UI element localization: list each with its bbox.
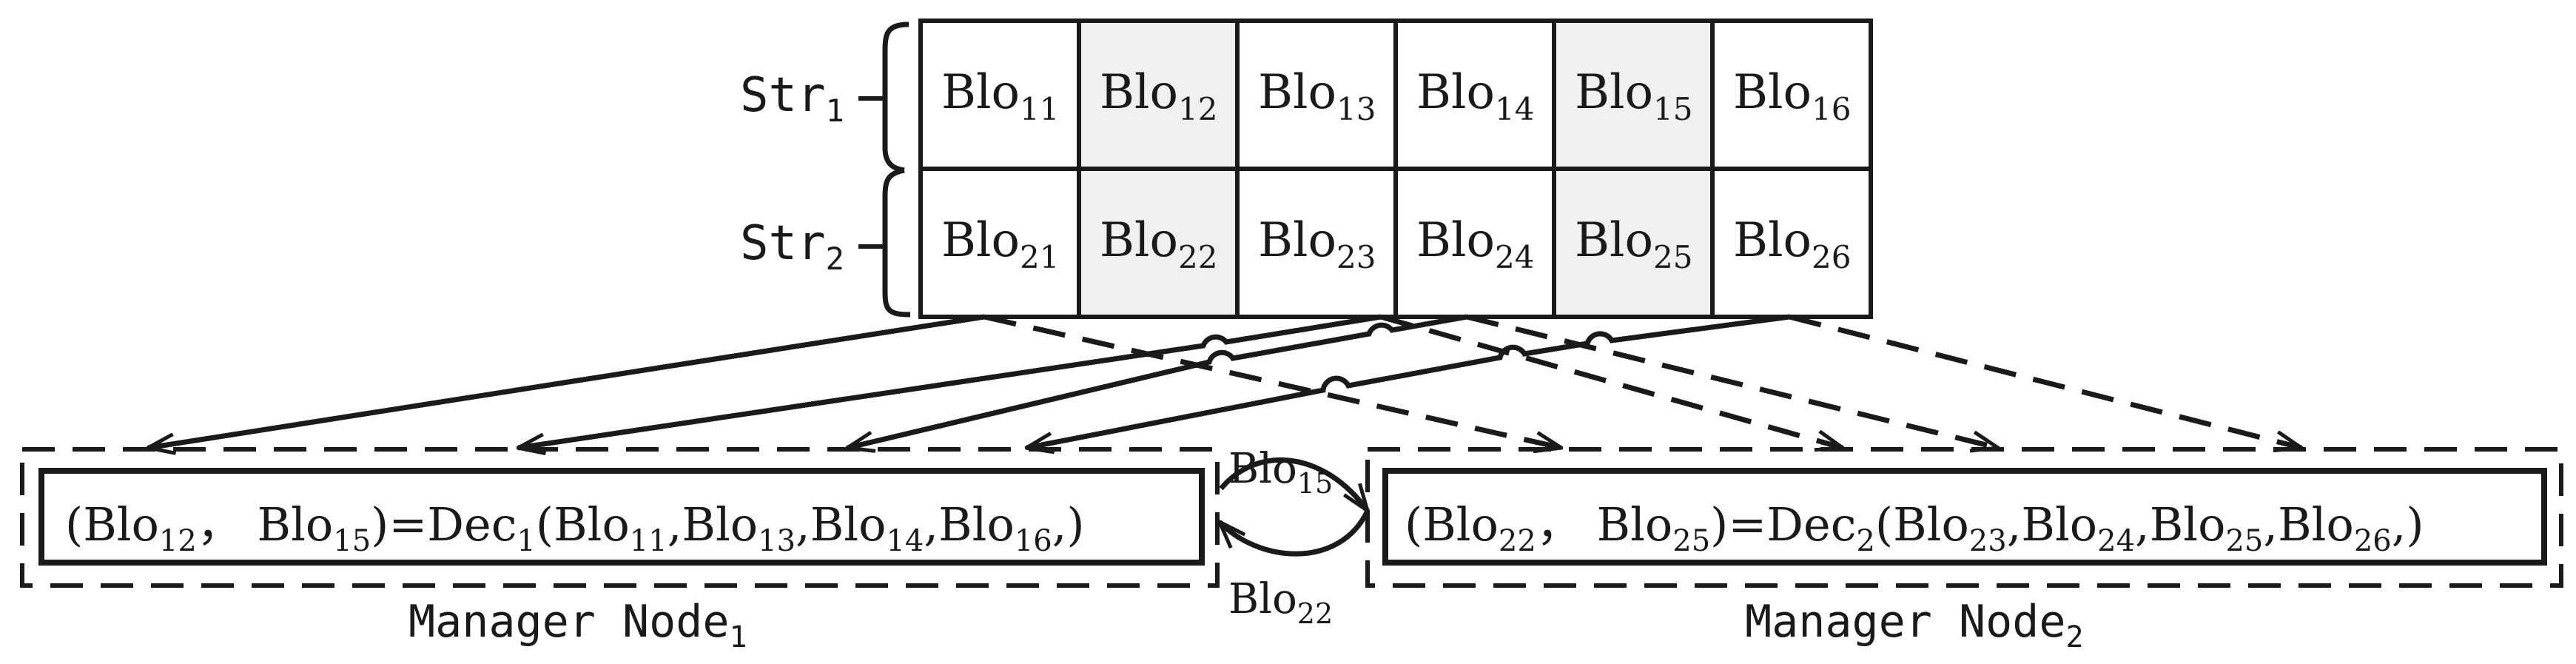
exchange-label-1: Blo15: [1228, 445, 1333, 500]
arrow-dashed-25-to-node2: [1466, 314, 1998, 448]
block-cell-24: [1393, 167, 1556, 319]
manager-node-2-label: Manager Node2: [1745, 596, 2084, 654]
block-label-23: Blo23: [1258, 213, 1376, 275]
block-label-12: Blo12: [1100, 65, 1217, 127]
manager-node-1-dashed-border: [20, 447, 1220, 588]
stream-1: Str1: [740, 68, 883, 129]
stream-1-brace: [882, 21, 909, 173]
block-label-14: Blo14: [1416, 65, 1534, 127]
block-label-24: Blo24: [1416, 213, 1534, 275]
manager-node-2: (Blo22， Blo25)=Dec2(Blo23,Blo24,Blo25,Bl…: [1365, 447, 2563, 654]
manager-node-1: (Blo12， Blo15)=Dec1(Blo11,Blo13,Blo14,Bl…: [20, 447, 1220, 654]
block-cell-26: [1710, 167, 1873, 319]
block-label-16: Blo16: [1733, 65, 1851, 127]
arrow-solid-11-to-node1: [148, 314, 985, 448]
stream-2: Str2: [740, 216, 883, 277]
arrow-dashed-26-to-node2: [1789, 314, 2301, 448]
stream-2-label: Str2: [740, 216, 844, 277]
block-cell-21: [918, 167, 1081, 319]
block-cell-23: [1235, 167, 1398, 319]
block-label-25: Blo25: [1575, 213, 1692, 275]
exchange-label-2: Blo22: [1228, 575, 1333, 630]
arrow-solid-14-to-node1: [847, 314, 1467, 448]
block-label-22: Blo22: [1100, 213, 1217, 275]
block-label-15: Blo15: [1575, 65, 1692, 127]
manager-node-1-formula: (Blo12， Blo15)=Dec1(Blo11,Blo13,Blo14,Bl…: [65, 497, 1085, 558]
arrow-solid-16-to-node1: [1026, 314, 1790, 448]
stream-1-label: Str1: [740, 68, 844, 129]
manager-node-2-dashed-border: [1365, 447, 2563, 588]
manager-node-2-formula-box: [1382, 468, 2547, 566]
block-label-26: Blo26: [1733, 213, 1851, 275]
block-label-11: Blo11: [941, 65, 1059, 127]
arrow-solid-13-to-node1: [518, 314, 1382, 448]
arrow-dashed-24-to-node2: [1380, 314, 1843, 448]
block-cell-16: [1710, 19, 1873, 171]
manager-node-2-formula: (Blo22， Blo25)=Dec2(Blo23,Blo24,Blo25,Bl…: [1405, 497, 2424, 558]
stream-labels: Str1 Str2: [740, 21, 911, 318]
exchange-arrow-to-node2: [1219, 457, 1368, 511]
stream-2-brace: [882, 167, 911, 318]
exchange-arrow-to-node1: [1220, 509, 1371, 557]
distribution-arrows: [148, 314, 2301, 448]
block-label-21: Blo21: [941, 213, 1059, 275]
block-label-13: Blo13: [1258, 65, 1376, 127]
manager-node-1-label: Manager Node1: [408, 596, 747, 654]
manager-node-1-formula-box: [38, 468, 1205, 566]
node-exchange: Blo15 Blo22: [1220, 445, 1368, 630]
